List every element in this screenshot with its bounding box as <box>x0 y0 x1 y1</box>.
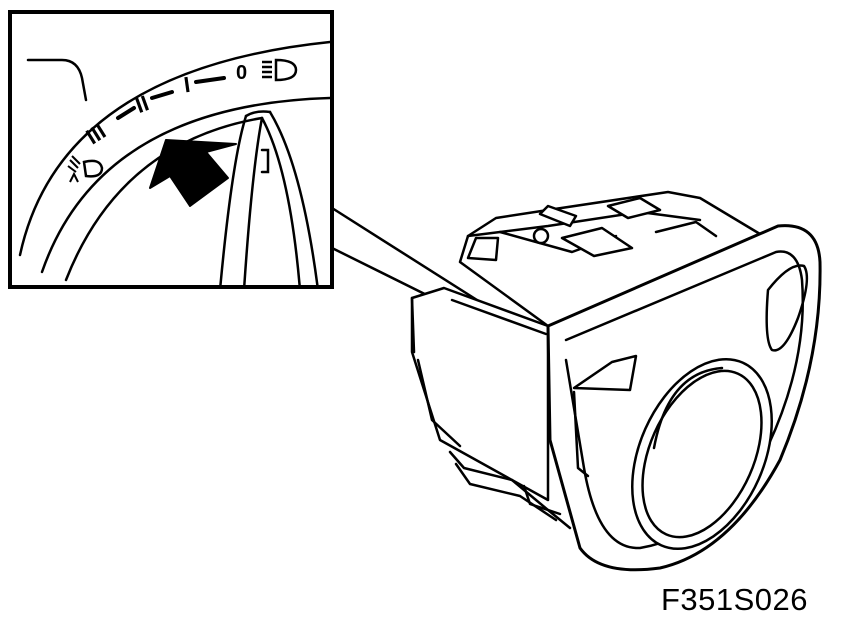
arrow-icon <box>149 139 237 207</box>
dial-position-0: 0 <box>236 62 247 84</box>
headlamp-icon <box>262 58 298 82</box>
detail-inset <box>8 10 334 289</box>
dial-position-1: I <box>182 72 192 98</box>
headlamp-beam-adjust-icon <box>67 155 104 183</box>
light-switch-assembly <box>410 190 822 572</box>
figure-reference: F351S026 <box>660 582 808 617</box>
